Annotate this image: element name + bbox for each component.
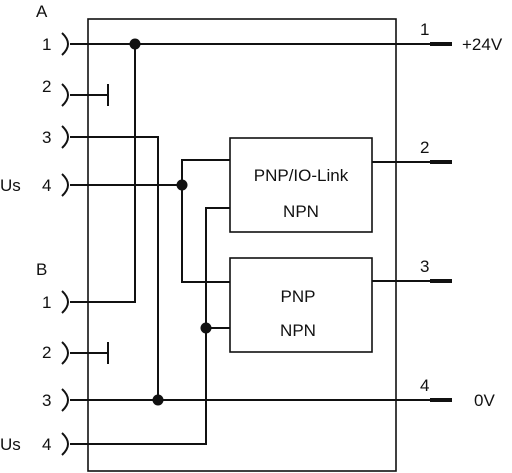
wire-a1-to-b1 <box>70 44 136 303</box>
wire-a4-to-bottom-block <box>181 185 230 283</box>
wire-a4-to-top-block <box>181 159 230 185</box>
socket-a3 <box>61 125 69 149</box>
right-pin-label-4: 4 <box>420 376 429 395</box>
pin-label-b3: 3 <box>42 391 51 410</box>
block-bottom-line1: PNP <box>281 287 316 306</box>
block-bottom-box <box>229 257 373 353</box>
right-pin-label-3: 3 <box>420 257 429 276</box>
block-top-box <box>229 137 373 233</box>
block-top-line1: PNP/IO-Link <box>254 166 349 185</box>
wire-b4-us <box>70 328 207 445</box>
block-pnp-npn: PNP NPN <box>229 257 373 353</box>
pin-label-b2: 2 <box>42 343 51 362</box>
connector-a: 1 2 3 Us 4 <box>0 32 69 197</box>
voltage-label-plus24v: +24V <box>462 35 503 54</box>
pin-label-a1: 1 <box>42 35 51 54</box>
wire-b4-to-top-block <box>205 207 230 328</box>
junction-dot <box>152 394 164 406</box>
socket-b1 <box>61 290 69 314</box>
pin-label-a2: 2 <box>42 77 51 96</box>
pin-label-b4: 4 <box>42 435 51 454</box>
pin-label-a4: 4 <box>42 176 51 195</box>
junction-dot <box>200 322 212 334</box>
wire-a3-to-b3 <box>70 136 159 400</box>
socket-b4 <box>61 432 69 456</box>
block-bottom-line2: NPN <box>280 321 316 340</box>
socket-b3 <box>61 388 69 412</box>
right-pin-label-1: 1 <box>420 20 429 39</box>
nc-stub-b2 <box>70 342 109 364</box>
pin-label-a3: 3 <box>42 128 51 147</box>
output-terminals <box>430 42 452 402</box>
socket-b2 <box>61 341 69 365</box>
wires <box>70 43 430 445</box>
junction-dot <box>129 38 141 50</box>
housing-box <box>87 18 397 472</box>
nc-stub-a2 <box>70 84 109 106</box>
us-label-b: Us <box>0 435 21 454</box>
voltage-label-0v: 0V <box>474 391 495 410</box>
connector-b: 1 2 3 Us 4 <box>0 290 69 456</box>
group-label-a: A <box>36 2 48 21</box>
socket-a2 <box>61 83 69 107</box>
block-top-line2: NPN <box>283 202 319 221</box>
pin-label-b1: 1 <box>42 293 51 312</box>
us-label-a: Us <box>0 176 21 195</box>
junction-dot <box>176 179 188 191</box>
group-label-b: B <box>36 260 47 279</box>
socket-a4 <box>61 173 69 197</box>
junctions <box>129 38 212 406</box>
right-pin-label-2: 2 <box>420 138 429 157</box>
block-pnp-iolink: PNP/IO-Link NPN <box>229 137 373 233</box>
socket-a1 <box>61 32 69 56</box>
